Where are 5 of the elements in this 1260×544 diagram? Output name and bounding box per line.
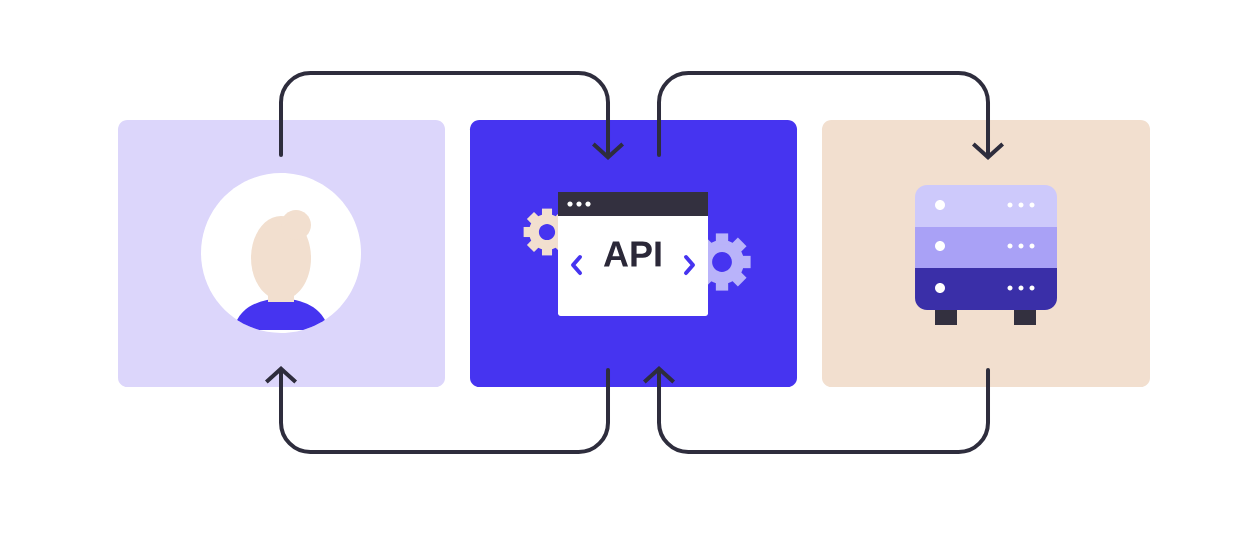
arrow [279,71,625,160]
arrow [657,71,1004,160]
arrow [643,366,990,454]
api-window: API [558,192,708,316]
arrow [265,366,610,454]
